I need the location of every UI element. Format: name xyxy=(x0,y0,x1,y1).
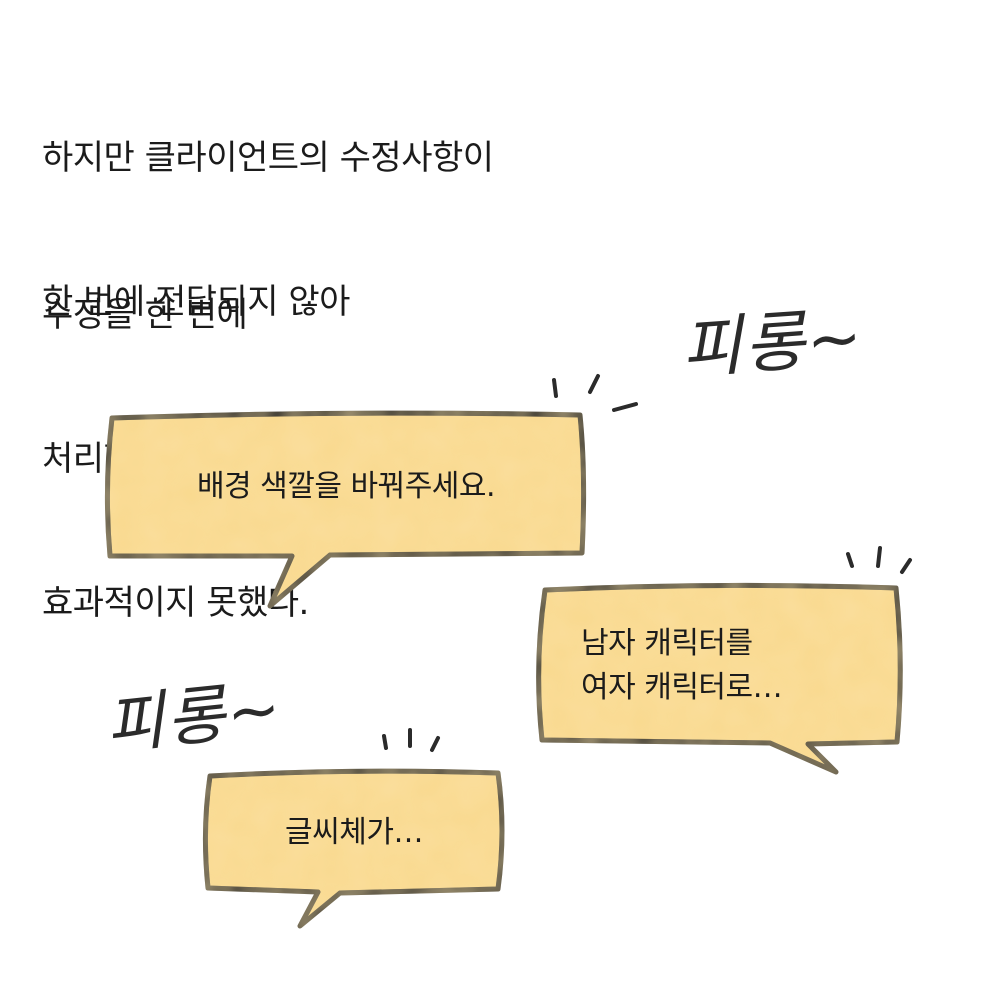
emphasis-marks-3 xyxy=(382,728,440,752)
speech-bubble-3 xyxy=(202,768,505,929)
narration-block-1: 하지만 클라이언트의 수정사항이 한 번에 전달되지 않아 xyxy=(42,38,494,374)
bubble-1-text: 배경 색깔을 바꿔주세요. xyxy=(112,420,580,554)
dialogue-line: 남자 캐릭터를 xyxy=(581,626,753,661)
dialogue-line: 배경 색깔을 바꿔주세요. xyxy=(196,469,496,504)
narration-line: 효과적이지 못했다. xyxy=(42,583,309,623)
emphasis-marks-1 xyxy=(552,374,638,412)
dialogue-line: 여자 캐릭터로… xyxy=(581,670,783,705)
emphasis-marks-2 xyxy=(846,546,912,574)
dialogue-line: 글씨체가… xyxy=(285,815,423,850)
narration-line: 한 번에 전달되지 않아 xyxy=(42,282,350,322)
narration-line: 수정을 한 번에 xyxy=(42,295,248,335)
sound-effect-1: 피롱~ xyxy=(679,298,867,388)
narration-line: 하지만 클라이언트의 수정사항이 xyxy=(42,138,494,178)
bubble-3-text: 글씨체가… xyxy=(210,778,498,888)
speech-bubble-2 xyxy=(536,582,903,775)
bubble-2-text: 남자 캐릭터를 여자 캐릭터로… xyxy=(545,592,895,740)
sound-effect-2: 피롱~ xyxy=(102,672,286,764)
speech-bubble-1 xyxy=(104,410,587,609)
